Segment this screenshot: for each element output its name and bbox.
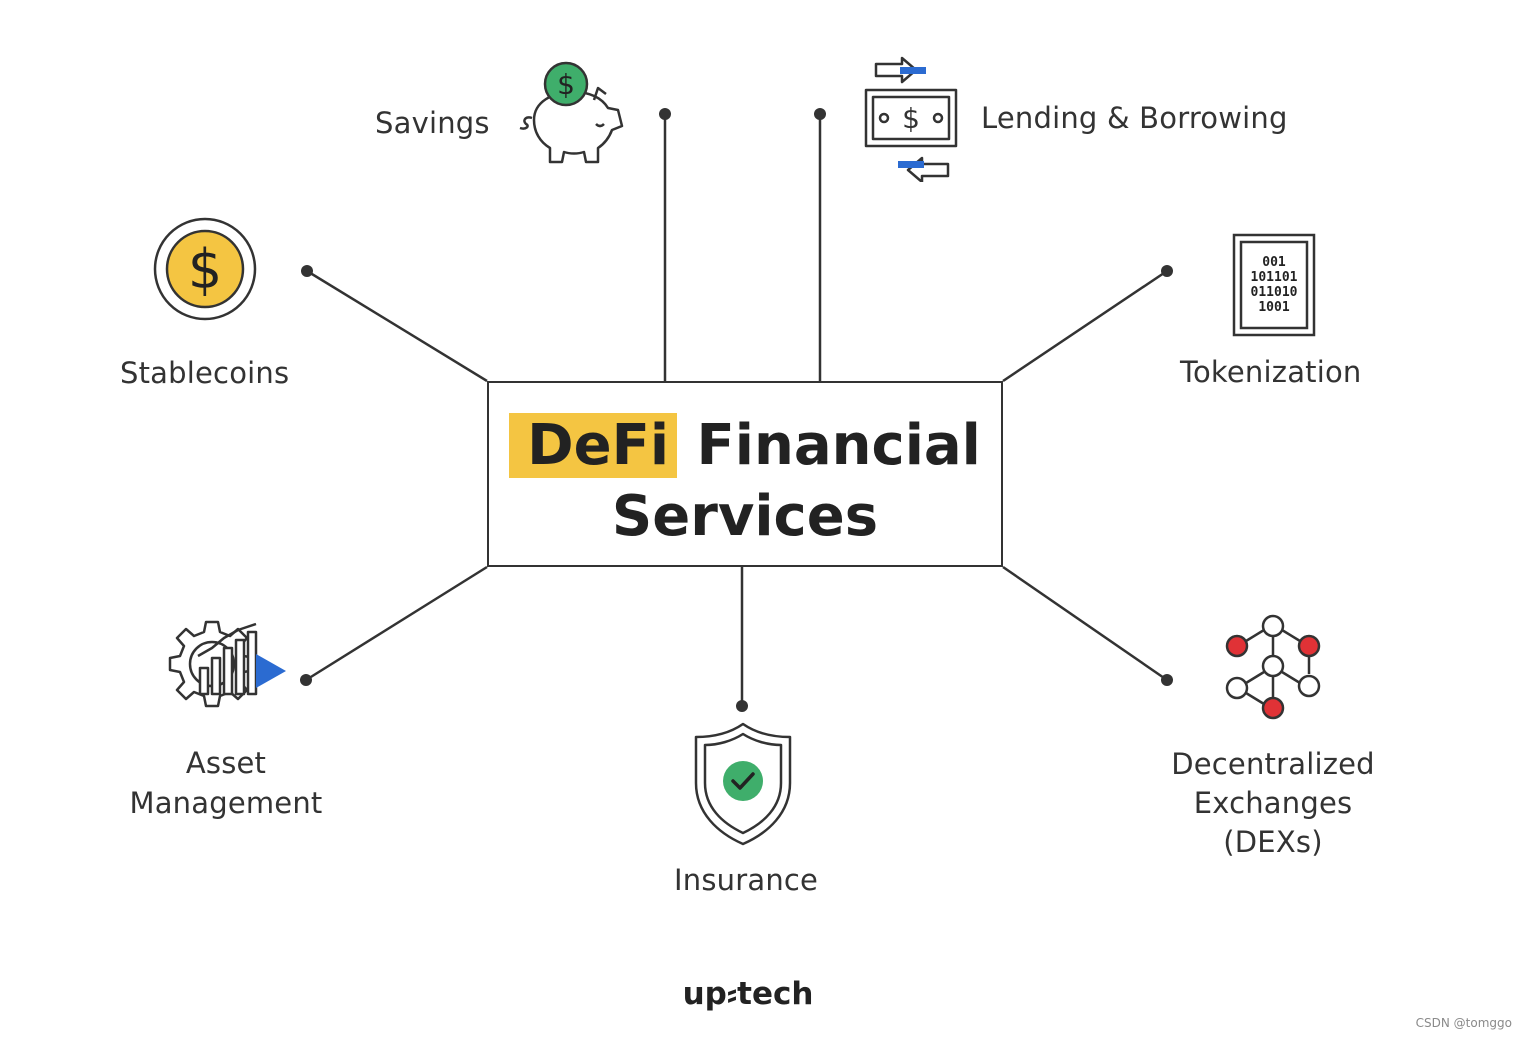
connector-dot-asset <box>300 674 312 686</box>
connector-dot-lending <box>814 108 826 120</box>
svg-text:$: $ <box>188 238 222 301</box>
label-dex-line2: Exchanges <box>1193 786 1353 820</box>
svg-text:$: $ <box>557 68 575 101</box>
connector-dot-savings <box>659 108 671 120</box>
label-lending-borrowing: Lending & Borrowing <box>981 101 1288 135</box>
defi-highlight: DeFi <box>509 413 678 478</box>
watermark: CSDN @tomggo <box>1415 1016 1512 1030</box>
shield-check-icon <box>694 722 792 846</box>
cash-exchange-icon: $ <box>864 56 958 182</box>
label-asset-line1: Asset <box>185 746 267 780</box>
network-nodes-icon <box>1225 614 1321 720</box>
connector-dex <box>1002 565 1168 682</box>
connector-asset <box>305 565 488 682</box>
label-asset-line2: Management <box>129 786 323 820</box>
center-title-financial: Financial <box>696 413 981 478</box>
bits-row-3: 011010 <box>1251 285 1298 300</box>
center-box: DeFi Financial Services <box>487 381 1003 567</box>
connector-dot-insurance <box>736 700 748 712</box>
connector-dot-stablecoins <box>301 265 313 277</box>
label-stablecoins: Stablecoins <box>120 356 290 390</box>
label-dex-line1: Decentralized <box>1171 747 1375 781</box>
label-tokenization: Tokenization <box>1180 355 1362 389</box>
connector-tokenization <box>1002 269 1168 383</box>
center-title-line1: DeFi Financial <box>489 413 1001 479</box>
svg-text:$: $ <box>902 102 920 135</box>
binary-document-icon: 001 101101 011010 1001 <box>1232 233 1316 337</box>
center-title-line2: Services <box>611 484 879 549</box>
label-dex-line3: (DEXs) <box>1223 825 1323 859</box>
dollar-coin-icon: $ <box>153 217 257 321</box>
label-insurance: Insurance <box>674 863 819 897</box>
connector-stablecoins <box>306 269 488 383</box>
connector-dot-dex <box>1161 674 1173 686</box>
label-savings: Savings <box>375 106 490 140</box>
brand-logo: up⸗tech <box>682 976 814 1012</box>
piggy-bank-icon: $ <box>519 61 624 164</box>
bits-row-1: 001 <box>1262 255 1286 270</box>
bits-row-4: 1001 <box>1258 300 1289 315</box>
gear-chart-icon <box>168 620 286 708</box>
connector-dot-tokenization <box>1161 265 1173 277</box>
bits-row-2: 101101 <box>1251 270 1298 285</box>
